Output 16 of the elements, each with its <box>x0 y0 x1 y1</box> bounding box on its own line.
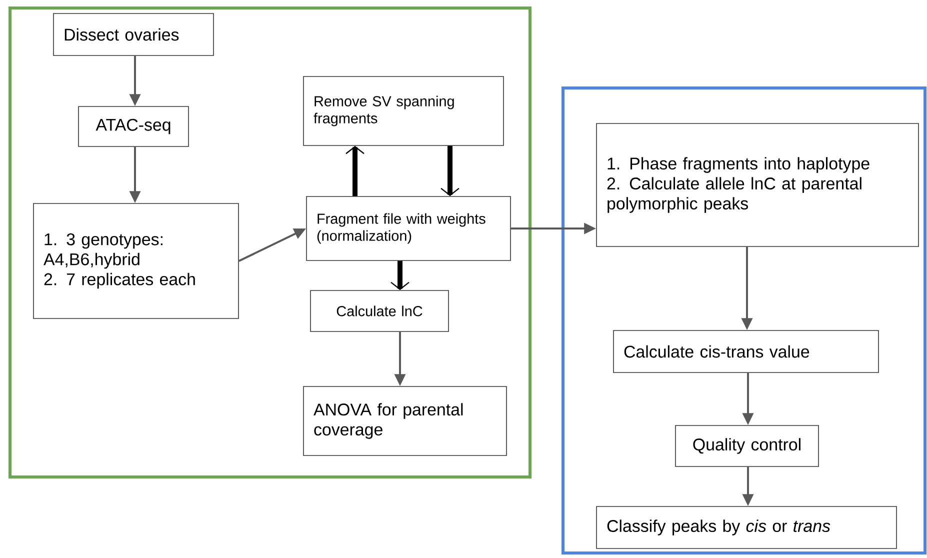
arrow <box>390 260 410 290</box>
process-box: Calculate lnC <box>310 290 449 332</box>
process-box: 1. Phase fragments into haplotype 2. Calculate allele lnC at parental polymorphic peaks <box>596 123 919 247</box>
group-frame <box>562 86 926 554</box>
process-box: Remove SV spanning fragments <box>303 76 504 146</box>
process-box: 1. 3 genotypes: A4,B6,hybrid 2. 7 replicates each <box>33 203 239 319</box>
process-box: ATAC-seq <box>78 106 189 147</box>
process-box: Calculate cis-trans value <box>613 330 879 373</box>
process-box: Dissect ovaries <box>53 13 214 56</box>
process-box: Quality control <box>675 425 819 467</box>
process-box: Fragment file with weights (normalization) <box>306 196 511 261</box>
arrow <box>440 146 460 196</box>
arrow <box>346 146 364 196</box>
process-box: ANOVA for parental coverage <box>303 386 507 456</box>
group-frame <box>8 6 532 478</box>
process-box: Classify peaks by cis or trans <box>596 506 897 549</box>
